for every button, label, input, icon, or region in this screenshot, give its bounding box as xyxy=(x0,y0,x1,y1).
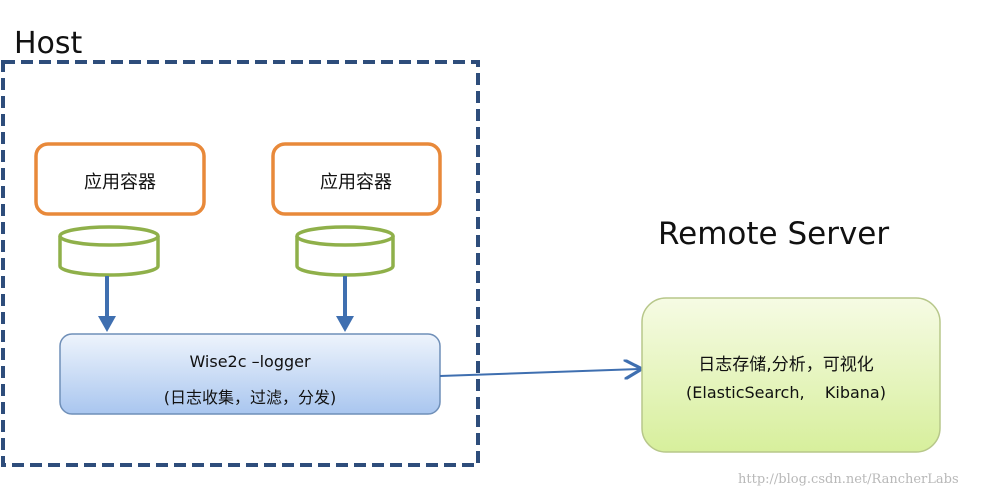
volume-cylinder-1 xyxy=(58,225,160,277)
remote-server-box xyxy=(641,297,941,453)
remote-line-1: 日志存储,分析，可视化 xyxy=(698,355,874,375)
container-box-2 xyxy=(271,142,442,216)
logger-title: Wise2c –logger xyxy=(189,352,311,371)
down-arrow-1 xyxy=(98,276,116,332)
volume-cylinder-2 xyxy=(295,225,395,277)
down-arrow-2 xyxy=(336,276,354,332)
container-label-1: 应用容器 xyxy=(84,172,156,193)
host-label: Host xyxy=(14,26,83,61)
watermark: http://blog.csdn.net/RancherLabs xyxy=(738,472,959,487)
logger-box xyxy=(59,333,441,415)
container-label-2: 应用容器 xyxy=(320,172,392,193)
remote-server-label: Remote Server xyxy=(658,216,890,252)
remote-line-2: (ElasticSearch, Kibana) xyxy=(686,383,886,402)
container-box-1 xyxy=(34,142,206,216)
connector-arrow xyxy=(439,369,640,376)
logger-subtitle: (日志收集，过滤，分发) xyxy=(163,388,337,407)
host-boundary xyxy=(1,60,480,467)
